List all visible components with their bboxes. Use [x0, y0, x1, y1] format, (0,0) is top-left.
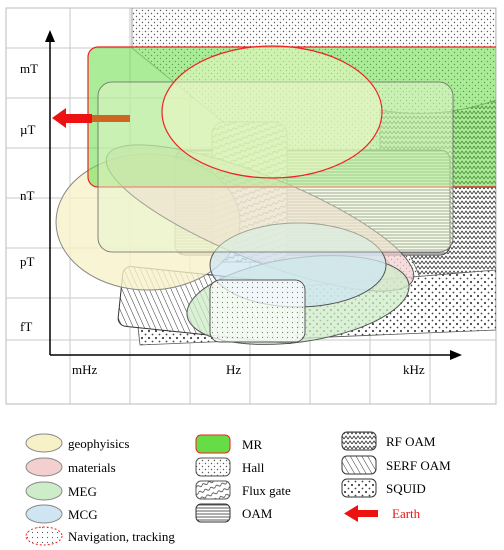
legend-label-oam: OAM [242, 506, 273, 521]
x-label-mHz: mHz [72, 362, 98, 377]
legend-label-mr: MR [242, 437, 263, 452]
legend-swatch-flux-gate [195, 480, 231, 500]
legend-label-rf-oam: RF OAM [386, 434, 436, 449]
legend-label-mcg: MCG [68, 507, 98, 522]
legend-swatch-materials [25, 457, 63, 477]
legend: geophyisics materials MEG MCG Navigation… [25, 431, 451, 546]
legend-label-earth: Earth [392, 506, 421, 521]
legend-label-flux-gate: Flux gate [242, 483, 291, 498]
legend-label-materials: materials [68, 460, 116, 475]
y-label-mT: mT [20, 61, 38, 76]
legend-swatch-geophysics [25, 433, 63, 453]
legend-swatch-mr [195, 434, 231, 454]
axes [45, 30, 462, 360]
earth-arrow [52, 108, 130, 128]
mr-ellipse [161, 45, 383, 179]
legend-label-geophysics: geophyisics [68, 436, 129, 451]
legend-swatch-earth [344, 505, 378, 522]
y-label-uT: µT [20, 122, 35, 137]
y-label-nT: nT [20, 188, 35, 203]
legend-swatch-hall [195, 457, 231, 477]
legend-swatch-navigation [25, 526, 63, 546]
legend-swatch-oam [195, 503, 231, 523]
y-label-pT: pT [20, 254, 35, 269]
x-label-Hz: Hz [226, 362, 241, 377]
legend-label-squid: SQUID [386, 481, 426, 496]
legend-swatch-serf-oam [341, 455, 377, 475]
legend-swatch-squid [341, 478, 377, 498]
x-label-kHz: kHz [403, 362, 425, 377]
navigation-region [209, 279, 306, 343]
legend-label-meg: MEG [68, 484, 97, 499]
legend-label-serf-oam: SERF OAM [386, 458, 451, 473]
legend-label-navigation: Navigation, tracking [68, 529, 175, 544]
legend-swatch-mcg [25, 504, 63, 524]
legend-label-hall: Hall [242, 460, 265, 475]
legend-swatch-meg [25, 481, 63, 501]
legend-swatch-rf-oam [341, 431, 377, 451]
y-label-fT: fT [20, 319, 32, 334]
